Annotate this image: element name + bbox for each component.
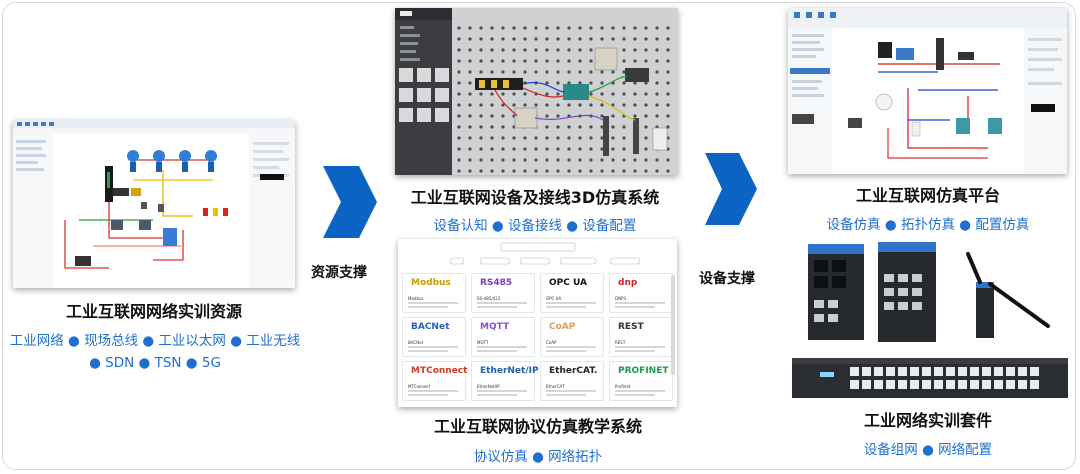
- topology-editor-image: [13, 120, 295, 288]
- resource-support-arrow-icon: [323, 166, 377, 238]
- kit-title: 工业网络实训套件: [863, 411, 992, 430]
- protocol-desc-line: [408, 350, 448, 352]
- 3d-wiring-scene-image: [395, 8, 678, 175]
- resource-support-label: 资源支撑: [311, 265, 367, 281]
- protocol-desc-line: [477, 302, 527, 304]
- network-resource-screenshot: [13, 120, 295, 288]
- protocol-desc-line: [408, 394, 448, 396]
- protocol-logo: PROFINET: [618, 366, 669, 376]
- protocol-logo: dnp: [618, 278, 638, 288]
- protocol-name: MQTT: [477, 340, 489, 345]
- platform-features: 设备仿真 ● 拓扑仿真 ● 配置仿真: [826, 217, 1030, 233]
- protocol-logo: Modbus: [411, 278, 451, 288]
- protocol-card[interactable]: OPC UA OPC UA: [540, 273, 604, 313]
- platform-title: 工业互联网仿真平台: [855, 186, 1000, 205]
- protocol-logo: CoAP: [549, 322, 576, 332]
- protocol-desc-line: [546, 302, 596, 304]
- protocol-features: 协议仿真 ● 网络拓扑: [473, 449, 603, 465]
- protocol-desc-line: [615, 302, 665, 304]
- protocol-card[interactable]: REST REST: [609, 317, 673, 357]
- device-support-arrow-icon: [705, 153, 757, 225]
- protocol-name: EtherNet/IP: [477, 384, 500, 389]
- protocol-desc-line: [615, 350, 655, 352]
- protocol-logo: RS485: [480, 278, 513, 288]
- platform-topology-image: [788, 8, 1067, 174]
- device-3d-screenshot: [395, 8, 678, 175]
- protocol-name: RS-485/422: [477, 296, 501, 301]
- protocol-desc-line: [615, 394, 655, 396]
- protocol-logo: OPC UA: [549, 278, 587, 288]
- protocol-desc-line: [477, 346, 527, 348]
- protocol-desc-line: [546, 390, 596, 392]
- resources-title: 工业互联网网络实训资源: [65, 302, 242, 321]
- protocol-desc-line: [477, 394, 517, 396]
- protocol-name: EtherCAT: [546, 384, 565, 389]
- protocol-name: REST: [615, 340, 626, 345]
- protocol-desc-line: [546, 350, 586, 352]
- protocol-search-header: [398, 239, 677, 269]
- platform-screenshot: [788, 8, 1067, 174]
- protocol-desc-line: [546, 346, 596, 348]
- protocol-logo: MTConnect: [411, 366, 468, 376]
- kit-features: 设备组网 ● 网络配置: [863, 442, 993, 458]
- device-3d-features: 设备认知 ● 设备接线 ● 设备配置: [433, 218, 637, 234]
- hardware-kit-image: [792, 242, 1068, 398]
- protocol-name: Modbus: [408, 296, 424, 301]
- protocol-desc-line: [408, 306, 448, 308]
- protocol-card[interactable]: CoAP CoAP: [540, 317, 604, 357]
- protocol-desc-line: [477, 306, 517, 308]
- protocol-logo: BACNet: [411, 322, 450, 332]
- resources-features-line2: ● SDN ● TSN ● 5G: [89, 355, 221, 371]
- resources-features-line1: 工业网络 ● 现场总线 ● 工业以太网 ● 工业无线: [9, 333, 301, 349]
- protocol-logo: MQTT: [480, 322, 510, 332]
- protocol-desc-line: [615, 346, 665, 348]
- protocol-logo: REST: [618, 322, 644, 332]
- protocol-desc-line: [546, 394, 586, 396]
- protocol-desc-line: [408, 390, 458, 392]
- protocol-name: MTConnect: [408, 384, 431, 389]
- protocol-title: 工业互联网协议仿真教学系统: [433, 417, 642, 436]
- protocol-card[interactable]: PROFINET Profinet: [609, 361, 673, 401]
- protocol-desc-line: [408, 302, 458, 304]
- protocol-card[interactable]: EtherCAT. EtherCAT: [540, 361, 604, 401]
- protocol-name: DNP3: [615, 296, 627, 301]
- device-support-label: 设备支撑: [699, 271, 755, 287]
- protocol-name: CoAP: [546, 340, 557, 345]
- protocol-logo: EtherCAT.: [549, 366, 598, 376]
- protocol-desc-line: [546, 306, 586, 308]
- device-3d-title: 工业互联网设备及接线3D仿真系统: [410, 188, 660, 207]
- protocol-desc-line: [408, 346, 458, 348]
- protocol-name: OPC UA: [546, 296, 562, 301]
- protocol-name: Profinet: [615, 384, 631, 389]
- protocol-card[interactable]: EtherNet/IP EtherNet/IP: [471, 361, 539, 401]
- protocol-desc-line: [477, 350, 517, 352]
- protocol-desc-line: [477, 390, 527, 392]
- protocol-desc-line: [615, 390, 665, 392]
- protocol-scrollbar[interactable]: [671, 275, 675, 375]
- protocol-logo: EtherNet/IP: [480, 366, 539, 376]
- protocol-card[interactable]: MQTT MQTT: [471, 317, 535, 357]
- protocol-name: BACNet: [408, 340, 424, 345]
- protocol-desc-line: [615, 306, 655, 308]
